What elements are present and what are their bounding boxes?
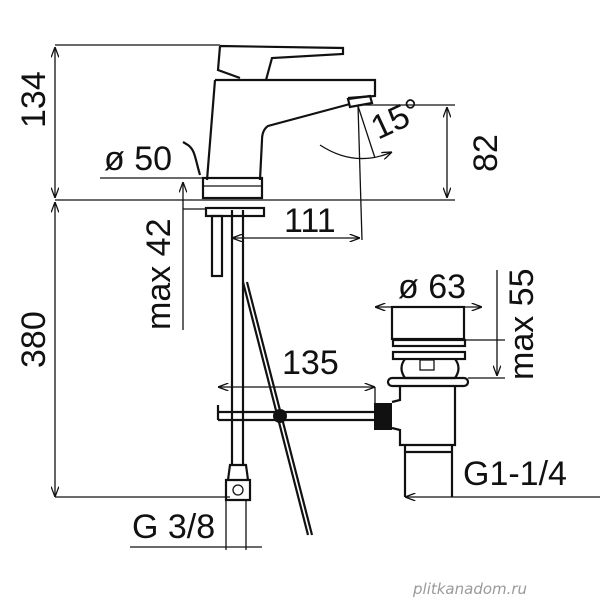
- faucet-base: [201, 176, 264, 200]
- horizontal-rod: [216, 405, 375, 422]
- dim-max-deck: max 42: [140, 219, 178, 331]
- dim-total-height: 134: [15, 71, 53, 128]
- mounting-parts: [204, 206, 375, 536]
- hose-nut: [224, 463, 252, 502]
- dim-spout-angle: 15°: [365, 91, 428, 147]
- faucet-body: [205, 78, 377, 181]
- drain-tail: [403, 445, 454, 497]
- dimension-lines: [55, 44, 600, 550]
- dim-drain-max-height: max 55: [503, 269, 541, 381]
- dim-drain-thread: G1-1/4: [463, 455, 567, 493]
- dim-spout-height: 82: [467, 134, 505, 172]
- dim-supply-thread: G 3/8: [132, 508, 215, 546]
- pop-up-drain: [374, 305, 470, 497]
- watermark: plitkanadom.ru: [412, 580, 527, 598]
- dim-base-diameter: ø 50: [104, 140, 172, 178]
- dim-spout-reach: 111: [284, 202, 336, 240]
- threaded-rod: [210, 214, 224, 278]
- dim-rod-length: 135: [282, 344, 339, 382]
- pull-rod: [241, 281, 314, 536]
- rod-connector: [374, 403, 392, 430]
- dim-drain-diameter: ø 63: [398, 268, 466, 306]
- drain-cap: [390, 305, 466, 341]
- aerator: [346, 94, 374, 109]
- pop-up-lever: [182, 141, 202, 176]
- dim-hose-length: 380: [15, 311, 53, 368]
- rod-clamp: [273, 409, 287, 423]
- faucet: [182, 44, 377, 200]
- lever-handle: [216, 44, 345, 81]
